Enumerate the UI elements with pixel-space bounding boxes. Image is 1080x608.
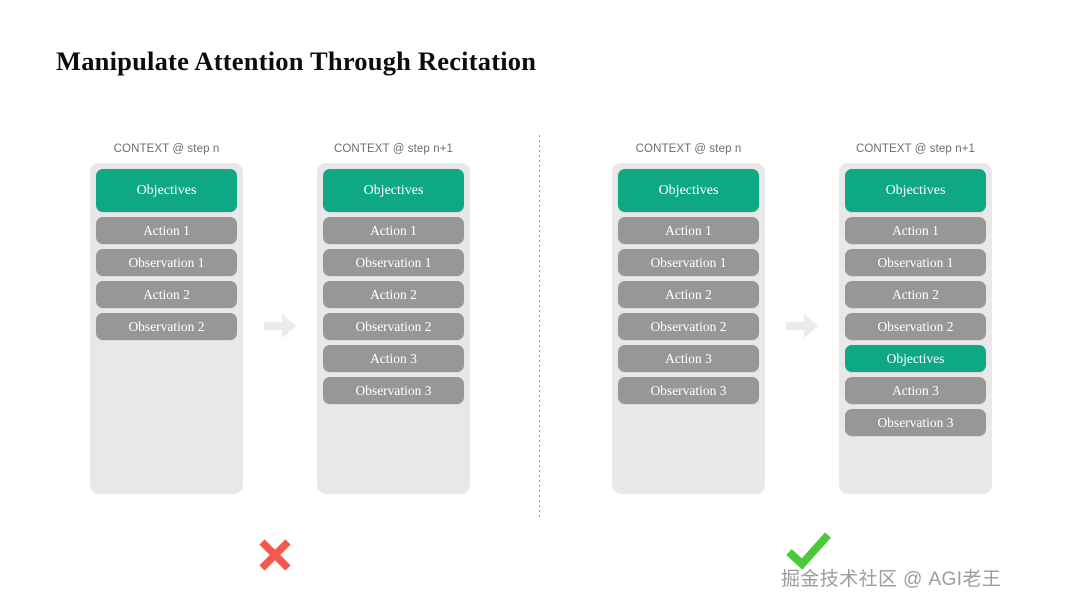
context-item[interactable]: Observation 2 <box>96 313 237 340</box>
context-item[interactable]: Action 1 <box>845 217 986 244</box>
context-item[interactable]: Action 3 <box>323 345 464 372</box>
arrow-cell <box>243 140 317 511</box>
verdict-cross <box>248 528 302 582</box>
arrow-cell <box>765 140 839 511</box>
context-item[interactable]: Objectives <box>845 169 986 212</box>
cross-mark-icon <box>259 539 291 571</box>
context-item[interactable]: Action 1 <box>323 217 464 244</box>
page-title: Manipulate Attention Through Recitation <box>56 46 537 76</box>
context-item[interactable]: Observation 3 <box>618 377 759 404</box>
verdict-check <box>780 528 838 574</box>
context-item[interactable]: Observation 2 <box>323 313 464 340</box>
context-item[interactable]: Action 2 <box>845 281 986 308</box>
context-item[interactable]: Observation 1 <box>618 249 759 276</box>
context-item[interactable]: Observation 1 <box>96 249 237 276</box>
context-item[interactable]: Observation 2 <box>618 313 759 340</box>
arrow-right-icon <box>786 313 818 338</box>
context-item[interactable]: Action 2 <box>96 281 237 308</box>
section-divider <box>539 135 540 520</box>
context-item[interactable]: Action 3 <box>618 345 759 372</box>
context-item[interactable]: Observation 3 <box>845 409 986 436</box>
context-item[interactable]: Objectives <box>845 345 986 372</box>
context-item[interactable]: Objectives <box>618 169 759 212</box>
context-item[interactable]: Action 2 <box>618 281 759 308</box>
context-item[interactable]: Action 3 <box>845 377 986 404</box>
column-header: CONTEXT @ step n+1 <box>333 143 454 155</box>
column-header: CONTEXT @ step n+1 <box>855 143 976 155</box>
arrow-right-icon <box>264 313 296 338</box>
context-item[interactable]: Objectives <box>96 169 237 212</box>
watermark: 掘金技术社区 @ AGI老王 <box>781 569 1002 590</box>
context-item[interactable]: Action 2 <box>323 281 464 308</box>
column-header: CONTEXT @ step n <box>113 143 220 155</box>
column-header: CONTEXT @ step n <box>635 143 742 155</box>
context-item[interactable]: Observation 1 <box>845 249 986 276</box>
context-item[interactable]: Observation 3 <box>323 377 464 404</box>
check-mark-icon <box>786 532 831 570</box>
context-item[interactable]: Action 1 <box>618 217 759 244</box>
context-item[interactable]: Observation 2 <box>845 313 986 340</box>
context-item[interactable]: Observation 1 <box>323 249 464 276</box>
context-item[interactable]: Objectives <box>323 169 464 212</box>
context-item[interactable]: Action 1 <box>96 217 237 244</box>
